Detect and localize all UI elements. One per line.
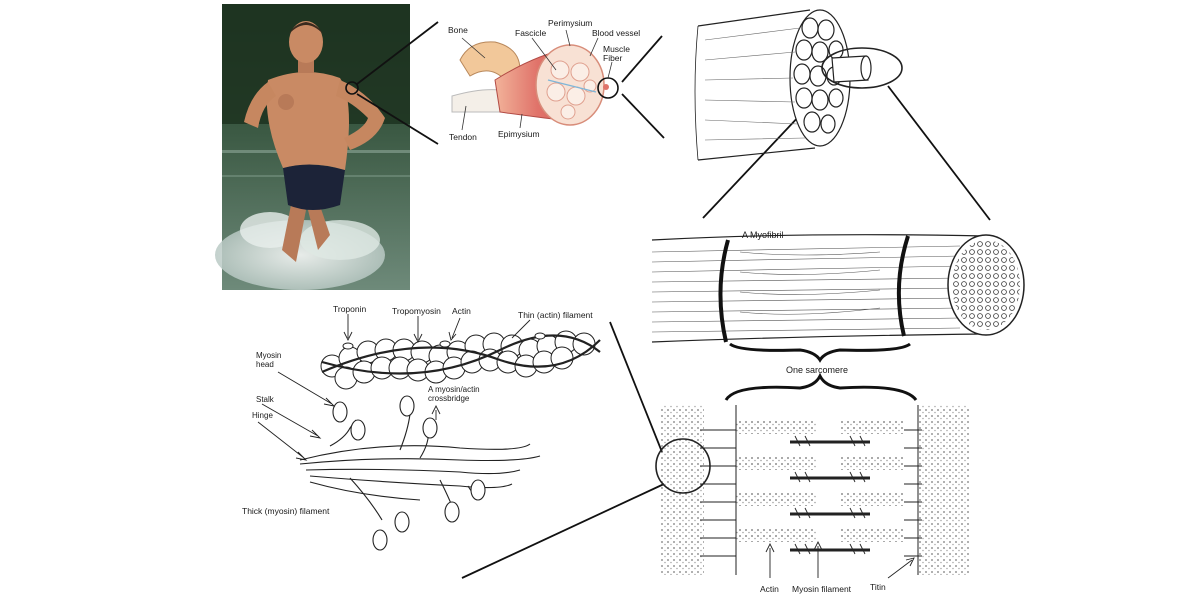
label-bone: Bone	[448, 25, 468, 35]
runner-photo	[215, 4, 410, 290]
thick-filament-pointers	[257, 371, 441, 461]
muscle-anatomy-labels: Bone Fascicle Perimysium Blood vessel Mu…	[448, 18, 640, 142]
label-stalk: Stalk	[256, 395, 275, 404]
label-fascicle: Fascicle	[515, 28, 546, 38]
label-thick-filament: Thick (myosin) filament	[242, 506, 330, 516]
label-crossbridge-2: crossbridge	[428, 394, 470, 403]
label-epimysium: Epimysium	[498, 129, 540, 139]
label-hinge: Hinge	[252, 411, 273, 420]
label-thin-filament: Thin (actin) filament	[518, 310, 593, 320]
label-myosin-filament: Myosin filament	[792, 584, 852, 594]
label-blood-vessel: Blood vessel	[592, 28, 640, 38]
label-myosin-head-1: Myosin	[256, 351, 281, 360]
myofibril-sketch	[651, 234, 1025, 401]
label-actin-sarcomere: Actin	[760, 584, 779, 594]
label-tropomyosin: Tropomyosin	[392, 306, 441, 316]
thin-filament-arrows	[343, 314, 531, 344]
connector-lines	[356, 21, 991, 579]
label-crossbridge-1: A myosin/actin	[428, 385, 480, 394]
label-tendon: Tendon	[449, 132, 477, 142]
label-myofibril: A Myofibril	[742, 230, 784, 240]
label-muscle-fiber-2: Fiber	[603, 53, 623, 63]
thin-filament-sketch	[320, 330, 601, 390]
muscle-fiber-bundle-sketch	[694, 9, 903, 161]
label-actin-thin: Actin	[452, 306, 471, 316]
thick-filament-sketch	[299, 395, 541, 551]
label-muscle-fiber-1: Muscle	[603, 44, 630, 54]
muscle-anatomy-illustration	[451, 29, 619, 131]
label-titin: Titin	[870, 582, 886, 592]
label-myosin-head-2: head	[256, 360, 274, 369]
label-troponin: Troponin	[333, 304, 367, 314]
label-perimysium: Perimysium	[548, 18, 592, 28]
sarcomere-detail-sketch	[655, 405, 970, 579]
label-one-sarcomere: One sarcomere	[786, 365, 848, 375]
